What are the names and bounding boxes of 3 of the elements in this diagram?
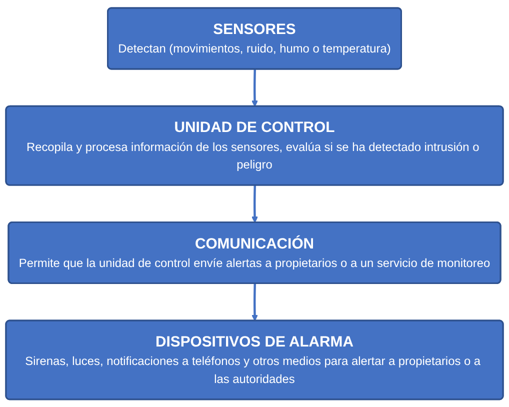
arrow: [251, 185, 258, 223]
arrow: [251, 283, 258, 321]
arrow: [251, 69, 258, 107]
